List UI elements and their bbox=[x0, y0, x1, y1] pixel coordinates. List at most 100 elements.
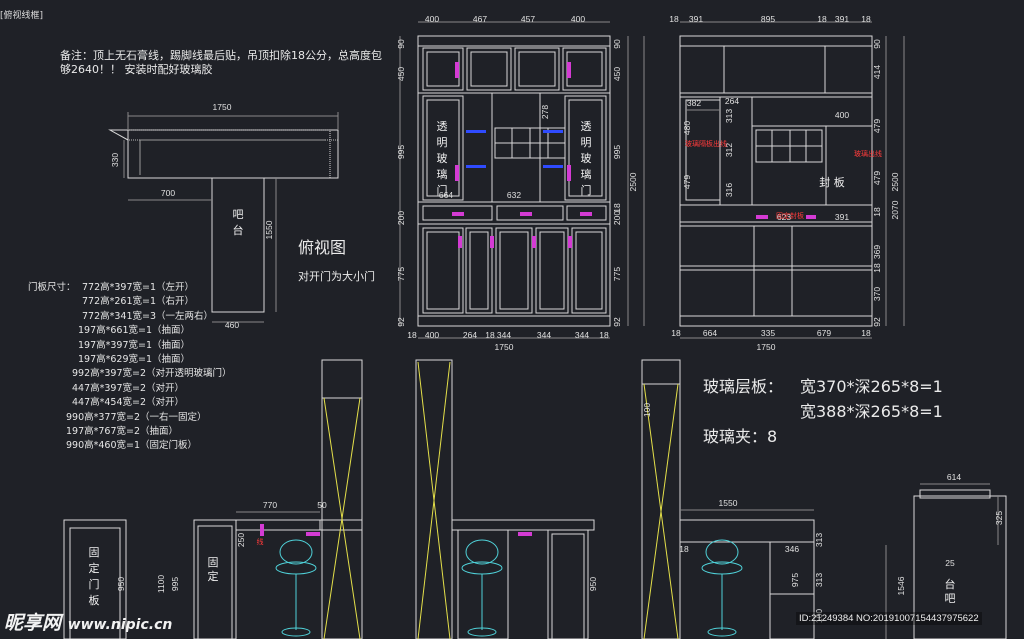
dimension-label: 2070 bbox=[890, 200, 900, 219]
dimension-label: 2500 bbox=[890, 172, 900, 191]
dimension-label: 18 bbox=[861, 328, 871, 338]
dimension-label: 325 bbox=[994, 511, 1004, 525]
dimension-label: 614 bbox=[947, 472, 961, 482]
dimension-label: 950 bbox=[588, 577, 598, 591]
dimension-label: 460 bbox=[225, 320, 239, 330]
dimension-label: 90 bbox=[396, 39, 406, 49]
note-line-2: 够2640！！ 安装时配好玻璃胶 bbox=[60, 63, 213, 76]
watermark-logo: 昵享网 www.nipic.cn bbox=[4, 612, 173, 634]
bar-counter-label: 吧 bbox=[945, 592, 956, 605]
door-spec-item: 990高*460宽=1（固定门板） bbox=[66, 440, 198, 452]
dimension-label: 457 bbox=[521, 14, 535, 24]
door-handles bbox=[260, 62, 816, 536]
dimension-label: 467 bbox=[473, 14, 487, 24]
dimension-label: 18 bbox=[485, 330, 495, 340]
dimension-label: 90 bbox=[612, 39, 622, 49]
dimension-label: 25 bbox=[945, 558, 955, 568]
dimension-label: 346 bbox=[785, 544, 799, 554]
dimension-label: 700 bbox=[161, 188, 175, 198]
dimension-label: 18 bbox=[872, 263, 882, 273]
dimension-label: 369 bbox=[872, 245, 882, 259]
dimension-label: 100 bbox=[642, 403, 652, 417]
glass-door-label: 透 bbox=[437, 120, 448, 133]
dimension-label: 250 bbox=[236, 533, 246, 547]
bottom-elevations bbox=[63, 359, 1007, 639]
dimension-label: 479 bbox=[872, 119, 882, 133]
bar-stools bbox=[275, 539, 743, 637]
dimension-label: 975 bbox=[790, 573, 800, 587]
dimension-label: 200 bbox=[396, 211, 406, 225]
fixed-board-label: 固定封板 bbox=[776, 211, 804, 220]
dimension-label: 775 bbox=[612, 267, 622, 281]
door-spec-item: 447高*454宽=2（对开） bbox=[72, 397, 185, 409]
top-view-title: 俯视图 bbox=[298, 238, 347, 257]
dimension-label: 370 bbox=[872, 287, 882, 301]
dimension-label: 382 bbox=[687, 98, 701, 108]
glass-shelf-spec-2: 宽388*深265*8=1 bbox=[800, 402, 943, 421]
dimension-label: 664 bbox=[703, 328, 717, 338]
bar-counter-label: 台 bbox=[233, 223, 244, 237]
dimension-label: 479 bbox=[682, 175, 692, 189]
bar-counter-label: 吧 bbox=[233, 208, 244, 221]
dimension-label: 950 bbox=[116, 577, 126, 591]
dimension-label: 344 bbox=[497, 330, 511, 340]
watermark-id: ID:21249384 NO:20191007154437975622 bbox=[796, 612, 982, 625]
top-view-plan bbox=[108, 112, 339, 323]
dimension-label: 400 bbox=[425, 14, 439, 24]
dimension-label: 480 bbox=[682, 121, 692, 135]
dimension-label: 312 bbox=[724, 143, 734, 157]
dimension-label: 775 bbox=[396, 267, 406, 281]
front-elevation bbox=[399, 21, 645, 339]
dimension-label: 278 bbox=[540, 105, 550, 119]
dimension-label: 90 bbox=[872, 39, 882, 49]
seal-board-label: 封 板 bbox=[819, 175, 845, 189]
dimension-label: 344 bbox=[575, 330, 589, 340]
dimension-label: 1100 bbox=[156, 575, 166, 594]
wiring-note: 玻璃出线 bbox=[854, 149, 882, 158]
dimension-label: 1750 bbox=[757, 342, 776, 352]
dimension-label: 335 bbox=[761, 328, 775, 338]
dimension-label: 450 bbox=[396, 67, 406, 81]
dimension-label: 313 bbox=[814, 573, 824, 587]
door-spec-item: 772高*261宽=1（右开） bbox=[82, 296, 195, 308]
dimension-label: 313 bbox=[814, 533, 824, 547]
dimension-label: 1550 bbox=[719, 498, 738, 508]
dimension-label: 1750 bbox=[213, 102, 232, 112]
dimension-label: 1546 bbox=[896, 576, 906, 595]
dimension-label: 400 bbox=[835, 110, 849, 120]
glass-door-label: 透 bbox=[581, 120, 592, 133]
fixed-door-panel-label: 定 bbox=[89, 561, 100, 575]
dimension-label: 400 bbox=[425, 330, 439, 340]
dimension-label: 679 bbox=[817, 328, 831, 338]
glass-door-label: 璃 bbox=[581, 167, 592, 181]
dimension-label: 479 bbox=[872, 171, 882, 185]
fixed-door-panel-label: 板 bbox=[89, 593, 100, 607]
wiring-note: 线 bbox=[257, 537, 264, 546]
dimension-label: 664 bbox=[439, 190, 453, 200]
dimension-label: 330 bbox=[110, 153, 120, 167]
dimension-label: 18 bbox=[669, 14, 679, 24]
dimension-label: 18 bbox=[612, 203, 622, 213]
dimension-label: 316 bbox=[724, 183, 734, 197]
dimension-label: 632 bbox=[507, 190, 521, 200]
door-spec-item: 197高*767宽=2（抽面） bbox=[66, 426, 179, 437]
door-spec-item: 197高*397宽=1（抽面） bbox=[78, 339, 191, 351]
dimension-labels: 1750 330 700 1550 460 400 467 457 400 1750 2500 664… bbox=[110, 14, 1004, 623]
wiring-note: 玻璃隔板出线 bbox=[685, 139, 727, 148]
dimension-label: 18 bbox=[599, 330, 609, 340]
door-spec-item: 990高*377宽=2（一右一固定） bbox=[66, 411, 207, 423]
x-brace-lines bbox=[323, 361, 679, 639]
glass-door-label: 玻 bbox=[437, 152, 448, 165]
dimension-label: 391 bbox=[835, 212, 849, 222]
dimension-label: 92 bbox=[612, 317, 622, 327]
door-spec-item: 197高*661宽=1（抽面） bbox=[78, 325, 191, 337]
glass-door-label: 璃 bbox=[437, 167, 448, 181]
dimension-label: 2500 bbox=[628, 172, 638, 191]
door-spec-item: 447高*397宽=2（对开） bbox=[72, 382, 185, 394]
dimension-label: 1550 bbox=[264, 220, 274, 239]
fixed-panel-label: 定 bbox=[208, 569, 219, 583]
glass-shelf-label: 玻璃层板： bbox=[703, 377, 784, 396]
